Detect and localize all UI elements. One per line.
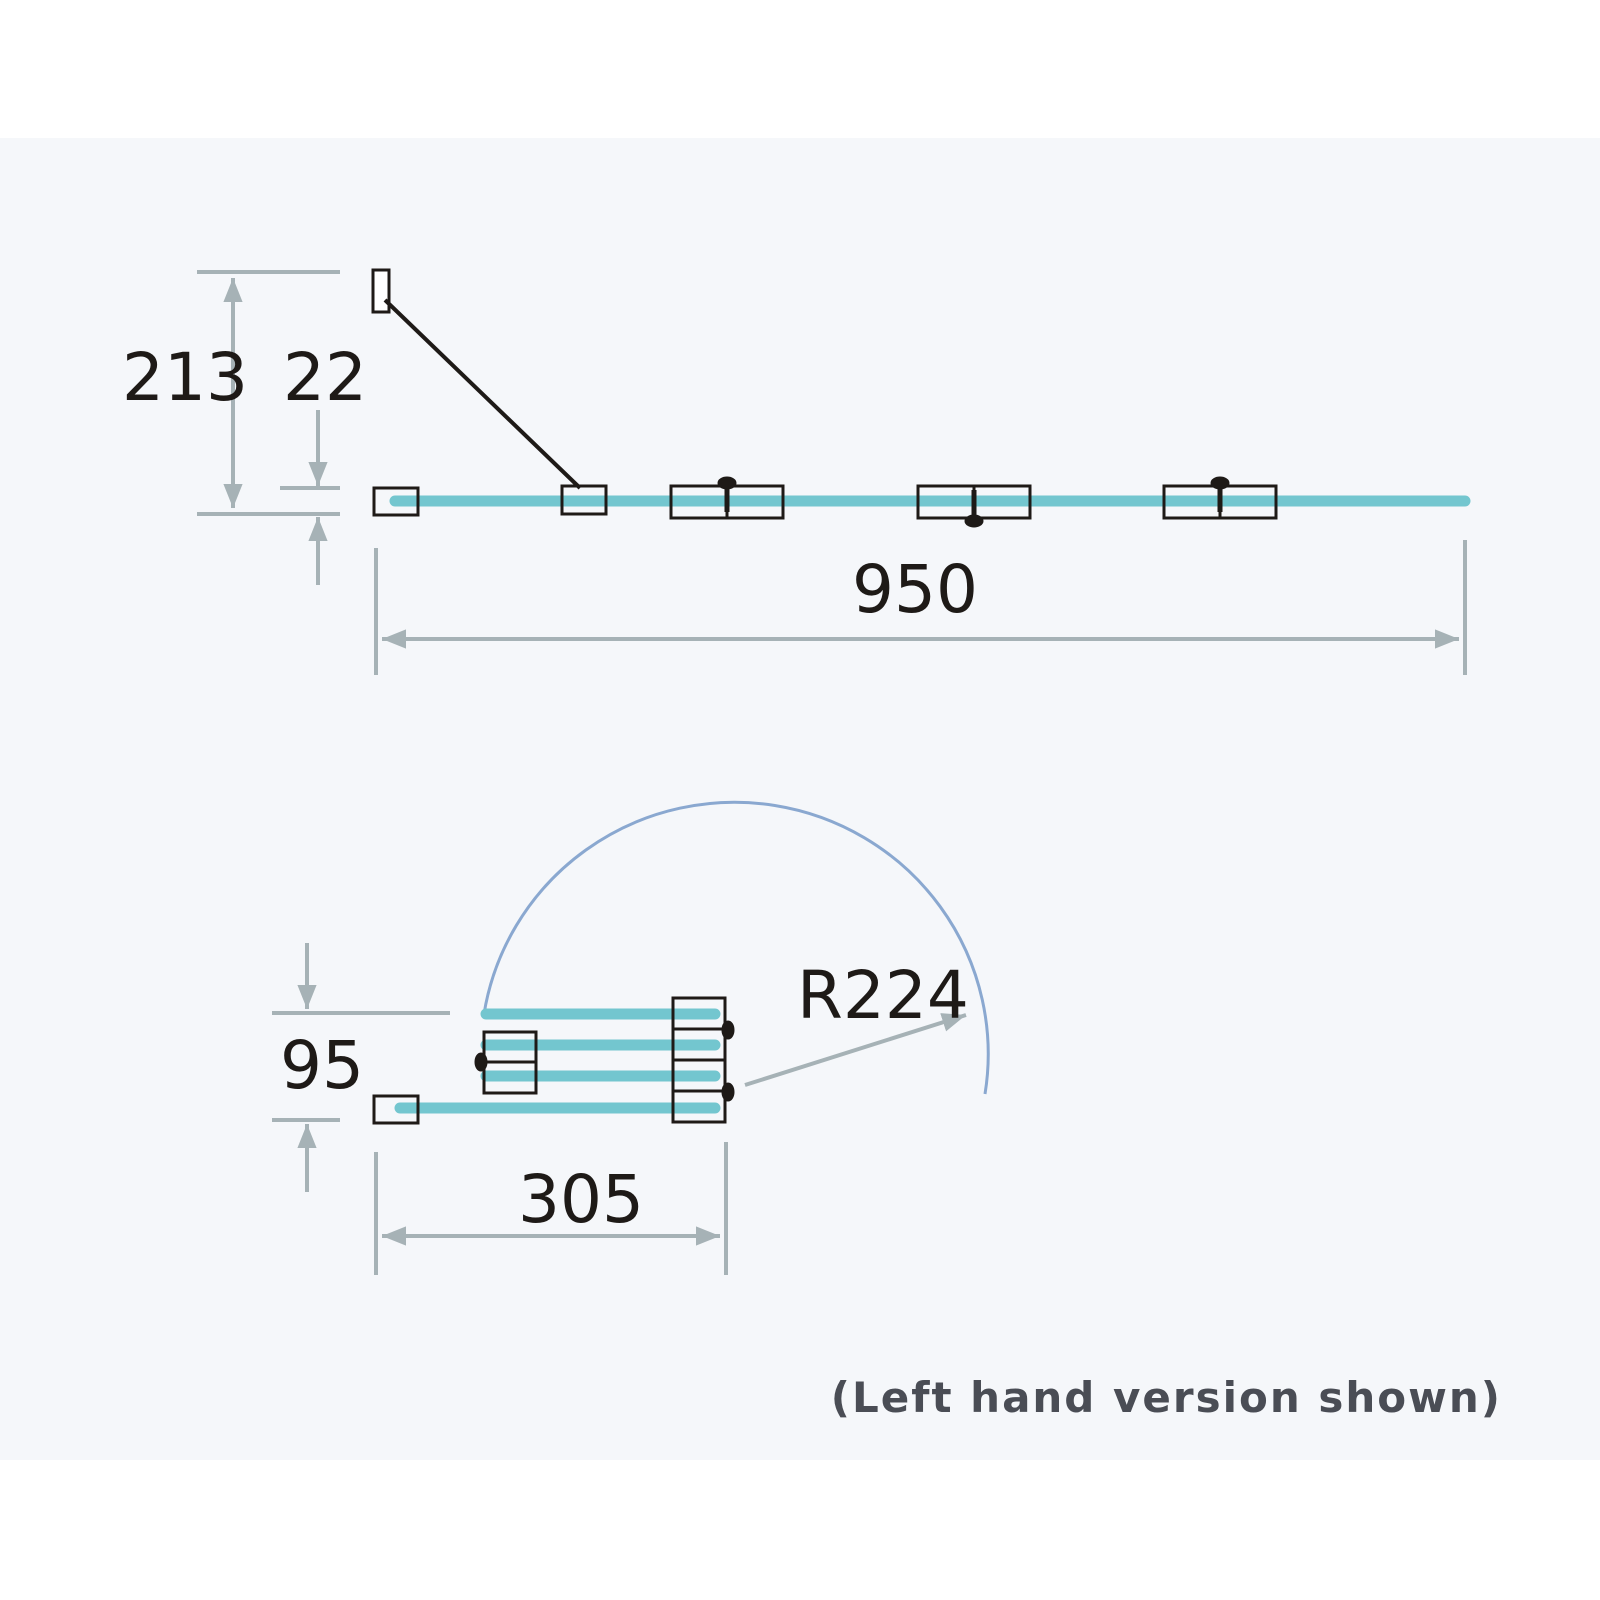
stack-width-dimension (374, 1142, 728, 1275)
wall-channel (372, 486, 420, 517)
folded-view: R224 95 (272, 800, 990, 1275)
hinge-1 (669, 476, 785, 520)
hinge-2 (916, 484, 1032, 528)
hinge-3 (1162, 476, 1278, 520)
height-dimension-label: 213 (122, 339, 248, 416)
wall-bracket (371, 268, 391, 314)
hinge-stack-right (671, 996, 735, 1124)
support-arm (383, 298, 582, 490)
depth-dimension (272, 943, 450, 1192)
stack-width-label: 305 (518, 1161, 644, 1238)
offset-dimension (280, 410, 340, 585)
extended-view: 213 22 (122, 268, 1471, 675)
wall-channel-folded (372, 1094, 420, 1125)
width-dimension (374, 540, 1467, 675)
height-dimension (197, 270, 340, 516)
arm-clamp (560, 484, 608, 516)
hinge-stack-left (474, 1030, 538, 1095)
stacked-panels (394, 1008, 721, 1114)
radius-leader (744, 1013, 967, 1087)
drawing-panel (0, 138, 1600, 1460)
swing-arc (482, 800, 990, 1095)
radius-label: R224 (797, 957, 969, 1034)
width-dimension-label: 950 (852, 551, 978, 628)
version-caption: (Left hand version shown) (831, 1373, 1502, 1422)
offset-dimension-label: 22 (283, 339, 367, 416)
depth-dimension-label: 95 (280, 1027, 364, 1104)
